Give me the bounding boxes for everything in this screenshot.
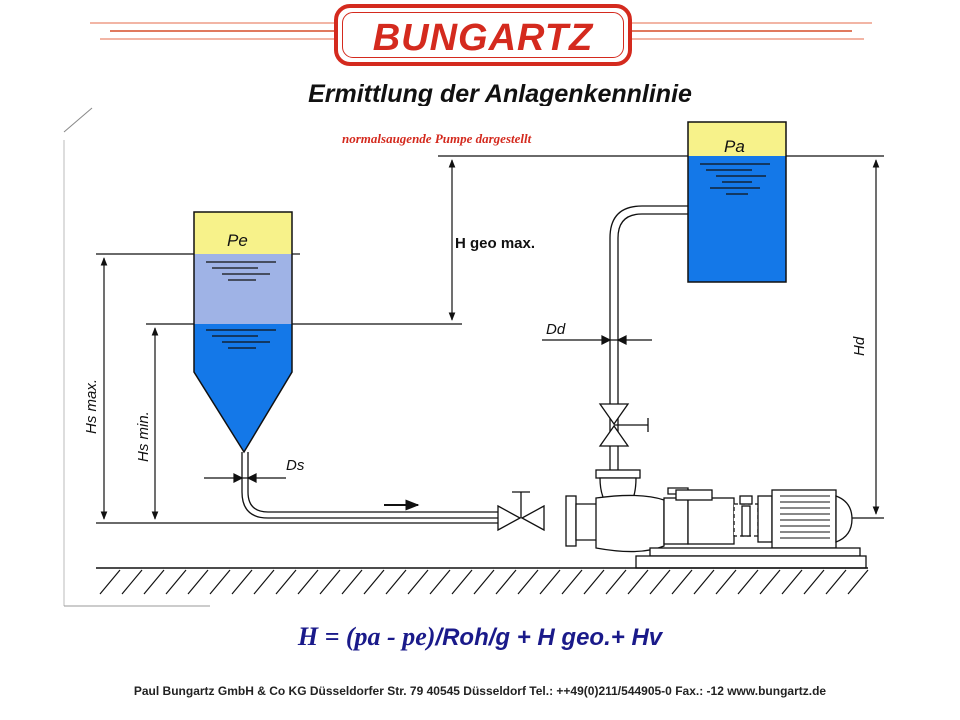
formula-part-1: H = (pa - pe) [297, 622, 436, 651]
discharge-valve [598, 403, 649, 447]
water-ripples [206, 261, 276, 349]
ground-hatch-line [319, 569, 341, 595]
ground-hatch-line [275, 569, 297, 595]
logo: BUNGARTZ [334, 4, 632, 66]
logo-inner-border [342, 12, 624, 58]
tank-gas-space [194, 212, 292, 254]
ground-hatch-line [825, 569, 847, 595]
label-ds: Ds [286, 457, 305, 474]
suction-valve [497, 491, 545, 532]
tank-outline [687, 121, 787, 283]
ground-hatch-line [407, 569, 429, 595]
ground-hatch-line [429, 569, 451, 595]
tank-water-upper [194, 254, 292, 324]
label-dd: Dd [546, 321, 566, 338]
ground-hatch-line [693, 569, 715, 595]
ground-hatch-line [605, 569, 627, 595]
ground-hatch-line [671, 569, 693, 595]
logo-stripe [110, 30, 334, 32]
ground-hatch-line [539, 569, 561, 595]
logo-stripe [100, 38, 334, 40]
logo-text: BUNGARTZ [372, 17, 594, 59]
frame-corner [63, 107, 93, 133]
ground-hatch-line [627, 569, 649, 595]
tank-outline [193, 211, 293, 454]
label-h-geo-max: H geo max. [455, 235, 535, 252]
ground-hatch-line [517, 569, 539, 595]
label-hs-max: Hs max. [83, 379, 100, 434]
title-mask [240, 106, 760, 112]
ground [96, 567, 869, 595]
page-title: Ermittlung der Anlagenkennlinie [308, 80, 692, 108]
ground-hatch-line [583, 569, 605, 595]
ground-hatch-line [715, 569, 737, 595]
ground-hatch-line [781, 569, 803, 595]
ground-hatch-line [649, 569, 671, 595]
logo-header: BUNGARTZ [0, 0, 960, 72]
label-pe: Pe [227, 231, 248, 250]
logo-stripe [632, 22, 872, 24]
ground-hatch-line [803, 569, 825, 595]
ground-hatch-line [363, 569, 385, 595]
suction-tank [193, 211, 293, 454]
discharge-tank [687, 121, 787, 283]
ground-hatch-line [341, 569, 363, 595]
label-hs-min: Hs min. [135, 411, 152, 462]
dimension-arrows [100, 159, 880, 520]
formula-part-2: /Roh/g + H geo.+ Hv [435, 624, 663, 651]
ground-hatch-line [385, 569, 407, 595]
head-formula: H = (pa - pe)/Roh/g + H geo.+ Hv [0, 622, 960, 652]
logo-stripe [90, 22, 334, 24]
tank-cone [194, 372, 292, 452]
ground-hatch-line [451, 569, 473, 595]
page-subtitle: normalsaugende Pumpe dargestellt [342, 131, 532, 146]
tank-water [688, 156, 786, 282]
piping [241, 205, 688, 519]
water-ripples [700, 163, 770, 195]
ground-hatch-line [253, 569, 275, 595]
pump [565, 469, 867, 569]
ground-hatch-line [209, 569, 231, 595]
ground-hatch-line [187, 569, 209, 595]
ground-hatch-line [737, 569, 759, 595]
level-lines [96, 155, 884, 524]
ground-hatch-line [121, 569, 143, 595]
label-pa: Pa [724, 137, 745, 156]
label-hd: Hd [851, 336, 868, 356]
logo-stripe [632, 30, 852, 32]
ground-hatch-line [231, 569, 253, 595]
ground-hatch-line [847, 569, 869, 595]
ground-hatch-line [495, 569, 517, 595]
company-footer: Paul Bungartz GmbH & Co KG Düsseldorfer … [133, 684, 827, 698]
ds-marker [204, 473, 286, 483]
dd-marker [542, 335, 652, 345]
ground-hatch-line [165, 569, 187, 595]
ground-hatch-line [297, 569, 319, 595]
ground-hatch-line [473, 569, 495, 595]
ground-hatch-line [99, 569, 121, 595]
ground-hatch-line [561, 569, 583, 595]
ground-hatch-line [759, 569, 781, 595]
logo-stripe [632, 38, 864, 40]
ground-hatch-line [143, 569, 165, 595]
tank-gas-space [688, 122, 786, 156]
